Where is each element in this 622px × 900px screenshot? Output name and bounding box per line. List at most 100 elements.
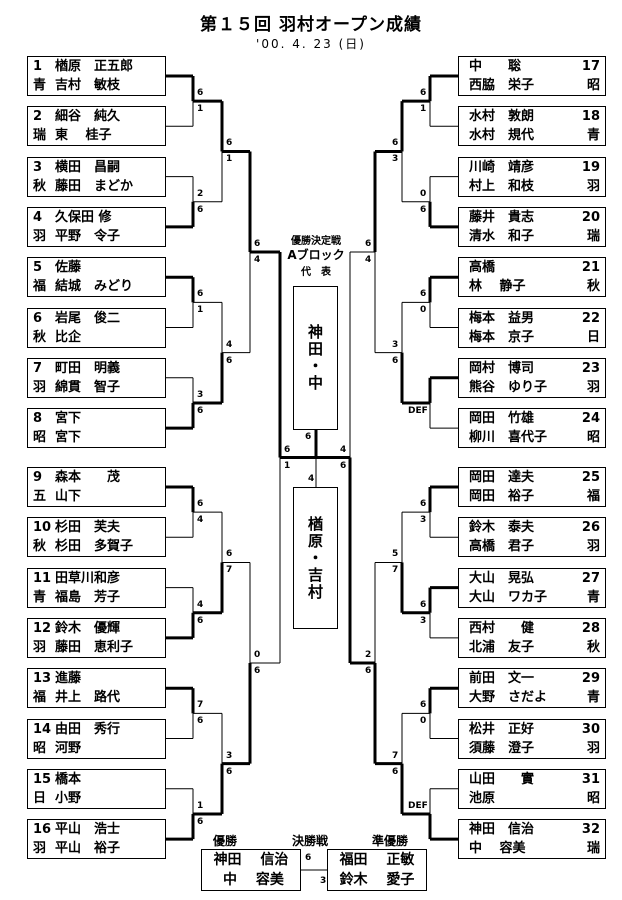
- runnerup-box: 福田 正敏 鈴木 愛子: [327, 849, 427, 891]
- match-score: 3: [197, 389, 204, 400]
- club-name: 昭: [586, 790, 600, 806]
- player-name: 結城 みどり: [55, 279, 134, 295]
- match-score: 6: [197, 615, 204, 626]
- club-name: 秋: [33, 178, 47, 194]
- player-name: 森本 茂: [55, 470, 121, 485]
- seed-number: 22: [581, 310, 600, 326]
- seed-number: 14: [33, 721, 52, 737]
- match-score: 4: [226, 339, 233, 350]
- seed-number: 2: [33, 109, 43, 125]
- seed-number: 20: [581, 209, 600, 225]
- club-name: 秋: [586, 639, 600, 655]
- match-score: 1: [226, 154, 233, 165]
- final-match-label: 決勝戦: [292, 834, 329, 848]
- seed-number: 30: [581, 721, 600, 737]
- match-score: 1: [197, 104, 204, 115]
- player-name: 池原: [469, 790, 496, 806]
- match-score: 1: [197, 800, 204, 811]
- club-name: 昭: [33, 740, 47, 756]
- representative-label: 代 表: [301, 267, 331, 278]
- match-score: 7: [392, 565, 399, 576]
- match-score: 4: [197, 515, 204, 526]
- player-name: 神田 信治: [469, 822, 535, 838]
- player-name: 橋本: [55, 771, 82, 787]
- seed-number: 26: [581, 520, 600, 536]
- player-name: 大山 晃弘: [469, 570, 535, 586]
- match-score: 6: [226, 766, 233, 777]
- seed-number: 3: [33, 159, 43, 175]
- match-score: 6: [226, 138, 233, 149]
- club-name: 青: [586, 690, 600, 706]
- match-score: 1: [197, 305, 204, 316]
- player-name: 由田 秀行: [55, 721, 121, 737]
- match-score: 2: [365, 650, 372, 661]
- match-score: 0: [420, 188, 427, 199]
- event-date: '00. 4. 23 (日): [256, 37, 366, 51]
- player-name: 横田 昌嗣: [55, 159, 121, 175]
- player-name: 杉田 芙夫: [55, 520, 121, 536]
- player-name: 平野 令子: [55, 228, 121, 244]
- player-name: 杉田 多賀子: [55, 539, 134, 555]
- match-score: DEF: [408, 405, 428, 416]
- match-score: 3: [420, 515, 427, 526]
- player-name: 井上 路代: [55, 690, 121, 706]
- match-score: 6: [254, 666, 261, 677]
- club-name: 羽: [33, 841, 47, 857]
- seed-number: 8: [33, 411, 43, 427]
- match-score: 3: [420, 615, 427, 626]
- player-name: 須藤 澄子: [469, 740, 535, 756]
- player-name: 村上 和枝: [469, 178, 535, 194]
- club-name: 秋: [33, 329, 47, 345]
- champion-label: 優勝: [213, 834, 238, 848]
- seed-number: 7: [33, 360, 43, 376]
- match-score: 6: [226, 355, 233, 366]
- seed-number: 6: [33, 310, 43, 326]
- page-title: 第１５回 羽村オープン成績: [200, 15, 422, 35]
- player-name: 久保田 修: [55, 209, 112, 225]
- match-score: 6: [420, 289, 427, 300]
- final-score-winner: 6: [305, 853, 312, 863]
- match-score: 6: [197, 499, 204, 510]
- player-name: 高橋 君子: [469, 539, 535, 555]
- player-name: 河野: [55, 740, 82, 756]
- player-name: 中 聡: [469, 59, 522, 74]
- match-score: 6: [197, 816, 204, 827]
- player-name: 柳川 喜代子: [469, 430, 548, 446]
- seed-number: 23: [581, 360, 600, 376]
- match-score: 6: [284, 444, 291, 455]
- match-score: 6: [197, 88, 204, 99]
- player-name: 綿貫 智子: [55, 379, 121, 395]
- seed-number: 25: [581, 470, 600, 485]
- player-name: 前田 文一: [469, 671, 535, 687]
- match-score: 3: [226, 750, 233, 761]
- club-name: 羽: [586, 740, 600, 756]
- match-score: 6: [365, 239, 372, 250]
- player-name: 水村 規代: [469, 128, 535, 144]
- match-score: 6: [392, 766, 399, 777]
- club-name: 羽: [33, 639, 47, 655]
- player-name: 平山 裕子: [55, 841, 121, 857]
- match-score: 2: [197, 188, 204, 199]
- player-name: 鈴木 泰夫: [469, 520, 535, 536]
- club-name: 羽: [33, 379, 47, 395]
- seed-number: 16: [33, 822, 52, 838]
- club-name: 日: [586, 329, 600, 345]
- player-name: 比企: [55, 329, 82, 345]
- match-score: 7: [392, 750, 399, 761]
